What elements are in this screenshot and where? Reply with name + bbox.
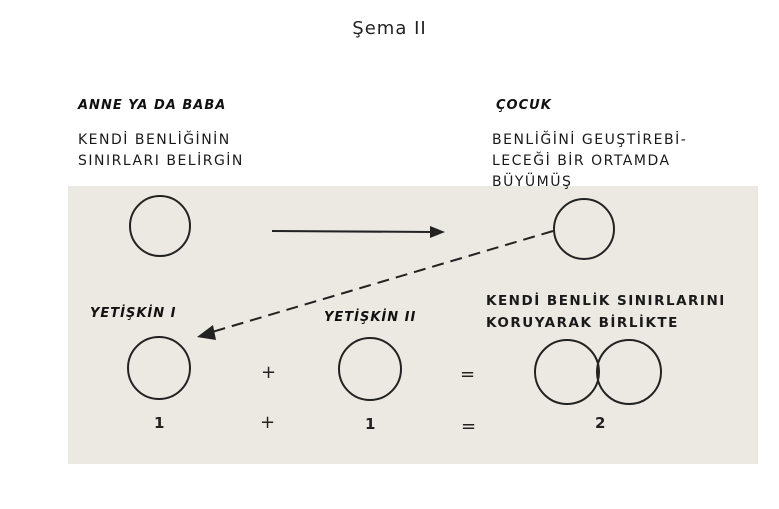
adult1-circle — [127, 336, 191, 400]
child-circle — [553, 198, 615, 260]
adult2-label: YETİŞKİN II — [324, 310, 417, 325]
equals-sign-bottom: = — [461, 416, 477, 437]
parent-to-child-arrowhead — [430, 226, 445, 238]
parent-caption-line: SINIRLARI BELİRGİN — [78, 153, 244, 169]
together-circle-left — [534, 339, 600, 405]
together-caption-line: KENDİ BENLİK SINIRLARINI — [486, 293, 726, 309]
plus-sign-bottom: + — [260, 412, 276, 433]
child-heading: ÇOCUK — [496, 98, 552, 113]
together-circle-right — [596, 339, 662, 405]
diagram-title: Şema II — [352, 18, 427, 39]
adult1-value: 1 — [154, 414, 165, 432]
parent-caption: KENDİ BENLİĞİNİN SINIRLARI BELİRGİN — [78, 130, 244, 172]
child-caption-line: LECEĞİ BİR ORTAMDA — [492, 153, 671, 169]
parent-caption-line: KENDİ BENLİĞİNİN — [78, 132, 231, 148]
adult2-circle — [338, 337, 402, 401]
parent-heading: ANNE YA DA BABA — [78, 98, 227, 113]
together-caption: KENDİ BENLİK SINIRLARINI KORUYARAK BİRLİ… — [486, 290, 726, 334]
child-caption: BENLİĞİNİ GEUŞTİREBİ- LECEĞİ BİR ORTAMDA… — [492, 130, 687, 193]
parent-circle — [129, 195, 191, 257]
adult1-label: YETİŞKİN I — [90, 306, 177, 321]
equals-sign-top: = — [460, 364, 476, 385]
child-caption-line: BENLİĞİNİ GEUŞTİREBİ- — [492, 132, 688, 148]
together-value: 2 — [595, 414, 606, 432]
child-to-adult-arrowhead — [197, 325, 216, 340]
child-caption-line: BÜYÜMÜŞ — [492, 174, 573, 190]
parent-to-child-arrow-line — [271, 230, 433, 233]
together-caption-line: KORUYARAK BİRLİKTE — [486, 315, 679, 331]
child-to-adult-dashed-arrow-line — [211, 230, 554, 333]
plus-sign-top: + — [261, 362, 277, 383]
adult2-value: 1 — [365, 415, 376, 433]
